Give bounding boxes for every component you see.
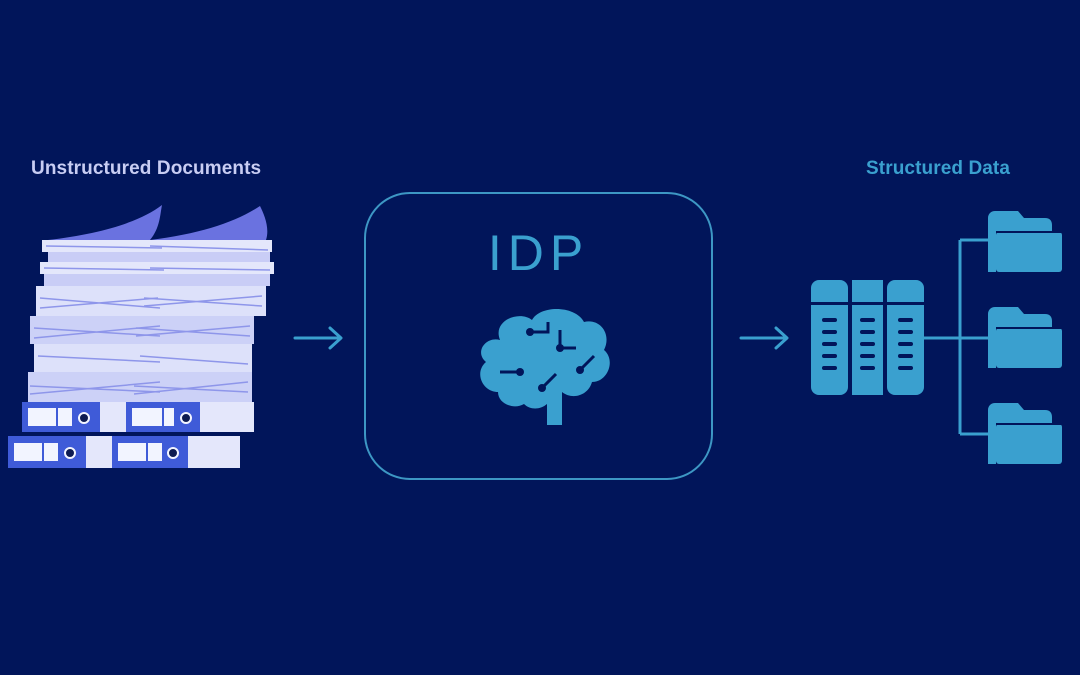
folder-icon	[988, 307, 1062, 368]
idp-process-box: IDP	[364, 192, 713, 480]
structured-data-label: Structured Data	[866, 158, 1011, 179]
tree-connector-lines	[924, 238, 988, 436]
folder-icon	[988, 403, 1062, 464]
arrow-right-icon	[293, 326, 343, 350]
folder-icon	[988, 211, 1062, 272]
brain-circuit-icon	[480, 308, 610, 425]
idp-title: IDP	[487, 225, 590, 281]
document-stack-icon	[8, 205, 274, 468]
unstructured-documents-label: Unstructured Documents	[31, 158, 262, 179]
arrow-right-icon	[739, 326, 789, 350]
database-table-icon	[811, 280, 924, 395]
